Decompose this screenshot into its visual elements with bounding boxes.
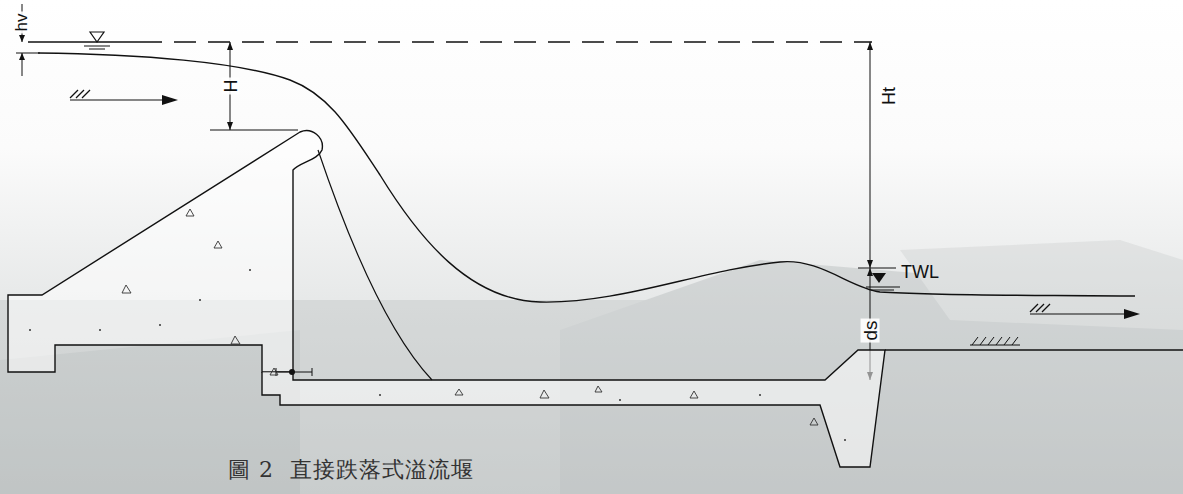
dimension-label: H <box>221 78 239 95</box>
dimension-label: Ht <box>880 85 898 107</box>
dimension-label: TWL <box>901 263 939 281</box>
dimension-label: hv <box>13 11 30 33</box>
dimension-label: ds <box>861 318 880 342</box>
figure-caption: 圖 2 直接跌落式溢流堰 <box>228 459 474 481</box>
